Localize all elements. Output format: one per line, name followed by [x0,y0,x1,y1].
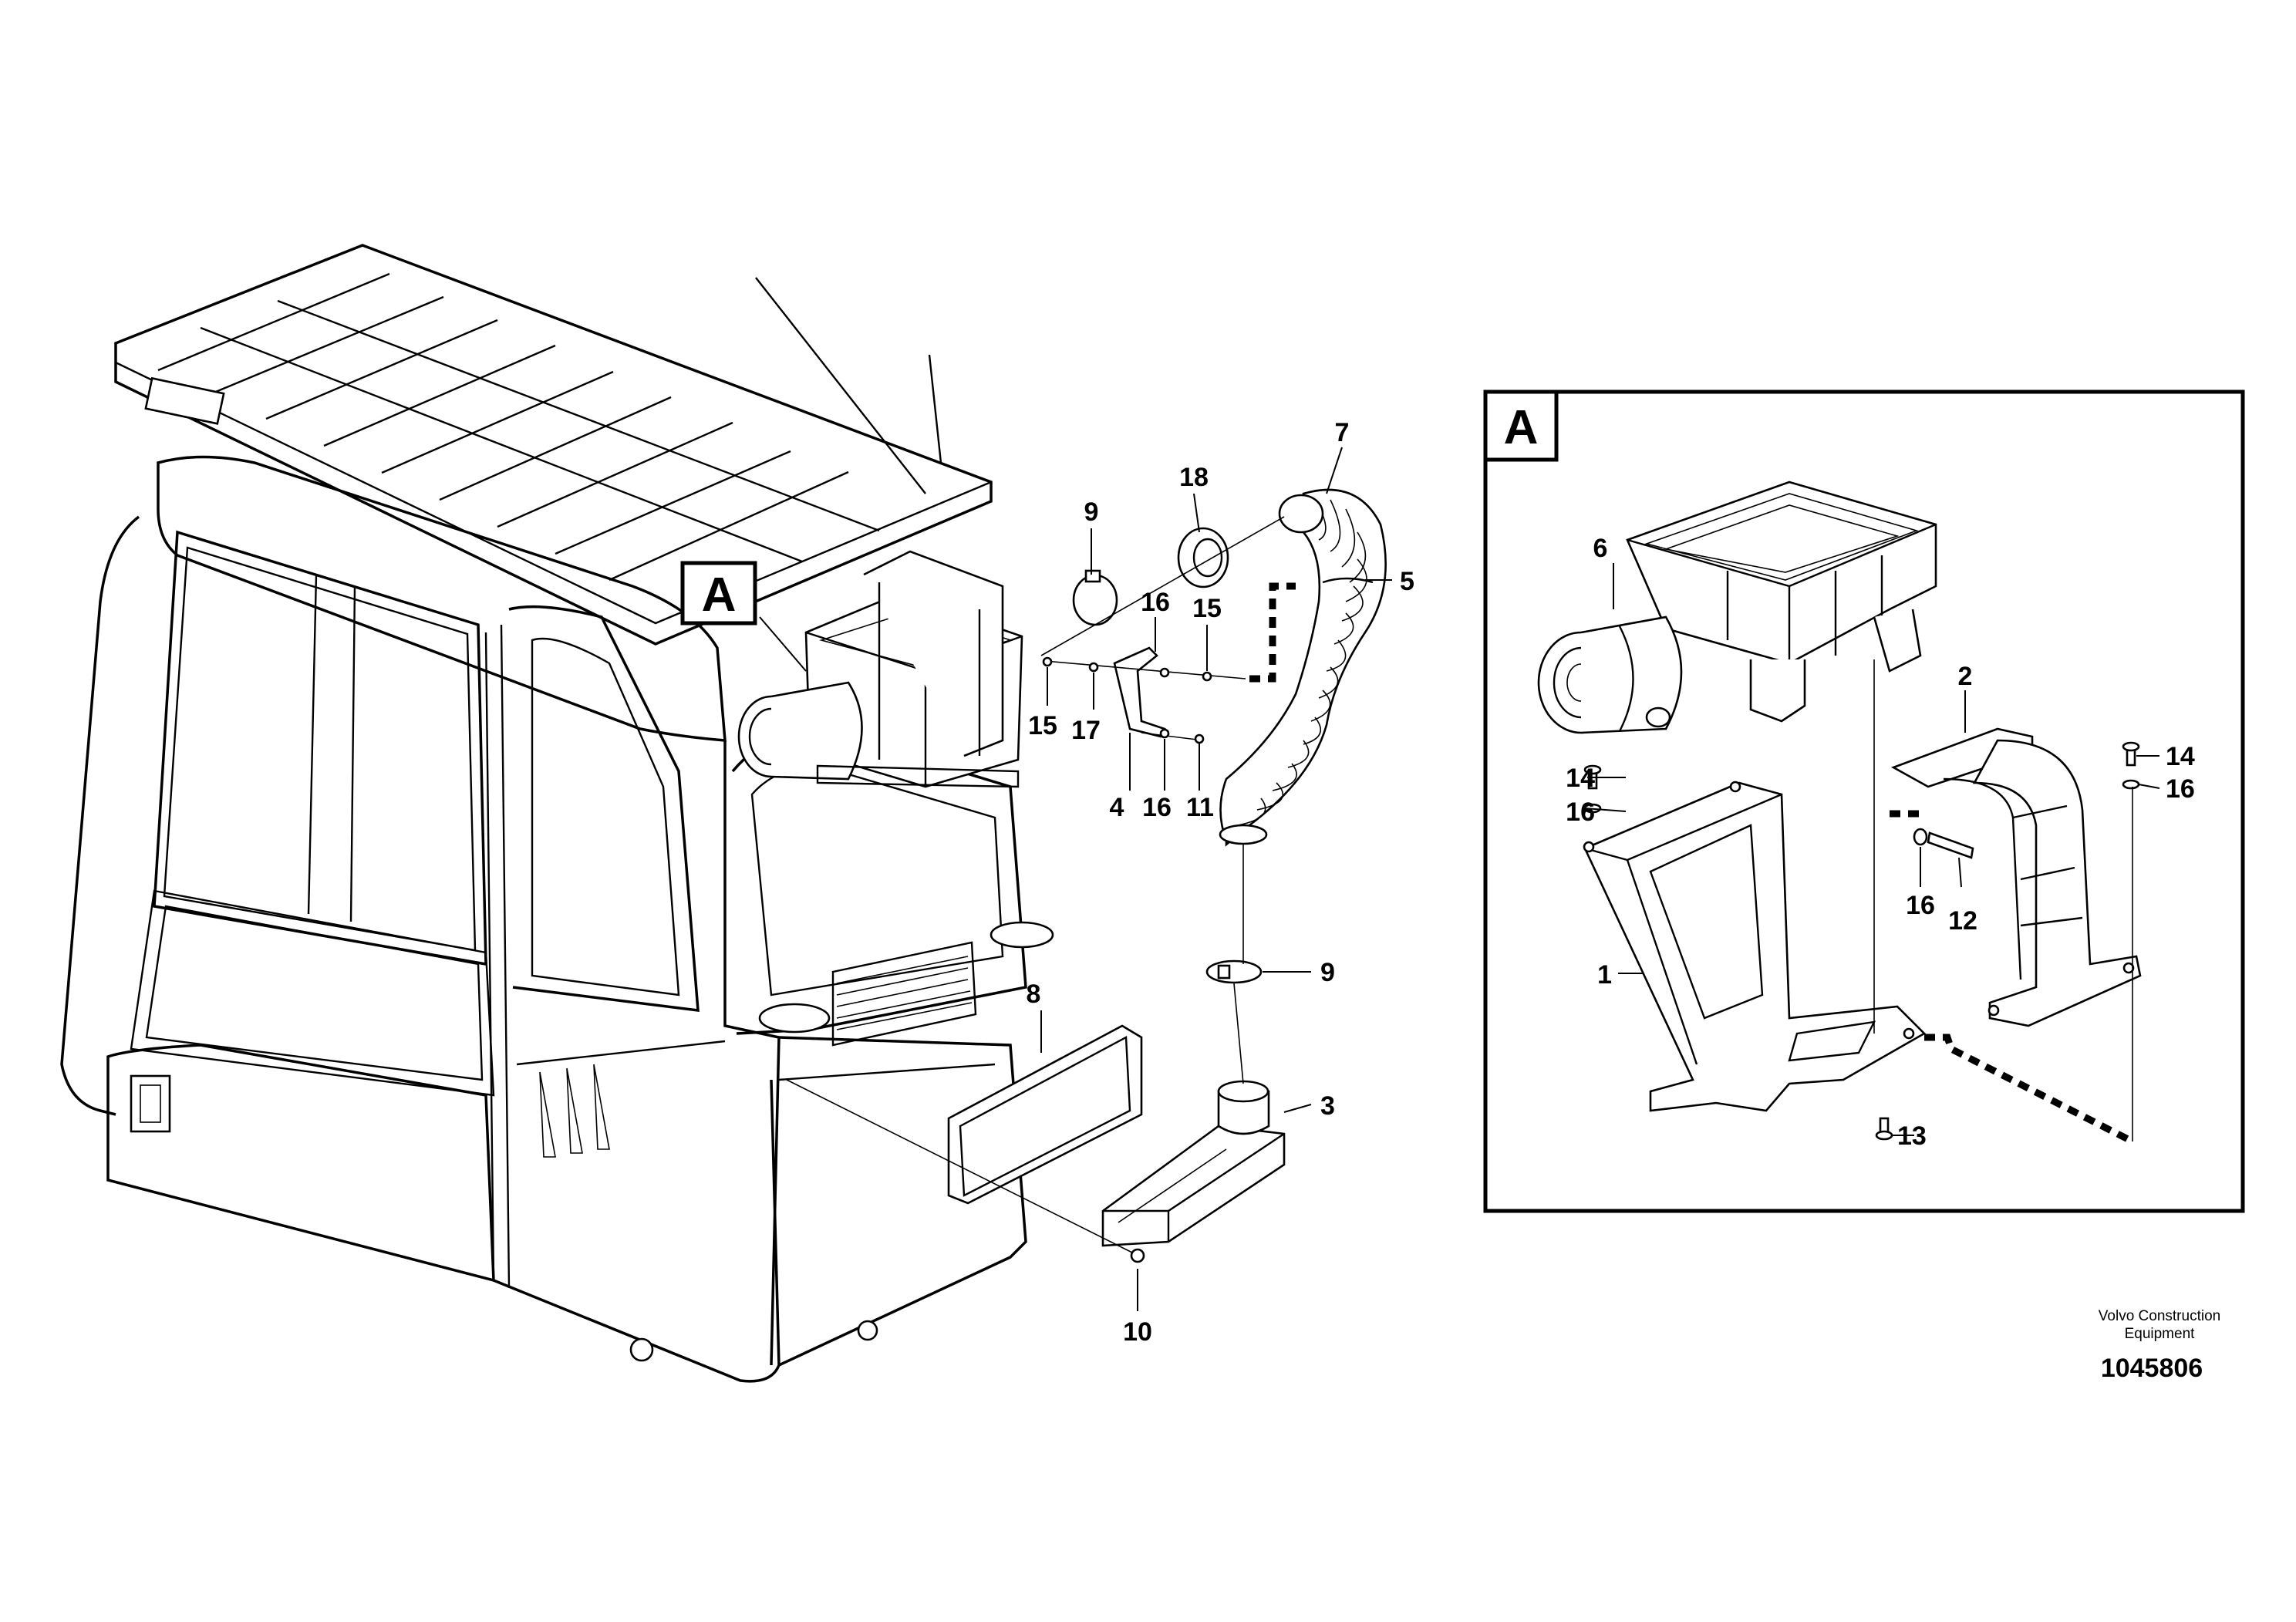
cab-side [508,605,1054,1367]
brand-line-2: Equipment [2125,1326,2196,1342]
drawing-footer: Volvo Construction Equipment 1045806 [2099,1308,2220,1383]
callout-labels: 7 18 9 5 16 15 15 17 4 16 11 9 8 3 10 6 … [1027,418,2195,1347]
callout-16-a: 16 [1141,588,1170,617]
drawing-number: 1045806 [2101,1354,2203,1383]
callout-11: 11 [1186,793,1214,822]
callout-7: 7 [1335,418,1350,447]
cover-8 [947,1024,1143,1205]
callout-3: 3 [1320,1091,1335,1121]
prefilter-6 [1537,481,1937,734]
duct-3 [1101,1080,1286,1247]
callout-4: 4 [1110,793,1124,822]
callout-18: 18 [1179,463,1209,492]
part-18 [1177,527,1229,588]
hose-7 [1219,488,1387,847]
callout-16-b: 16 [1142,793,1172,822]
callout-10: 10 [1123,1317,1152,1347]
callout-8: 8 [1027,980,1041,1009]
bracket-2 [1890,727,2142,1027]
marker-a-leader [759,616,807,672]
callout-1: 1 [1597,960,1612,990]
callout-16-right: 16 [2166,774,2195,804]
cab-illustration [60,244,1054,1383]
clamp-9-upper-screw [1084,569,1101,583]
callout-14-right: 14 [2166,742,2195,771]
clamp-9-lower-screw [1217,964,1231,980]
detail-inset-title: A [1504,401,1539,454]
inset-fasteners [1583,741,2140,1141]
callout-16-center: 16 [1906,891,1935,920]
callout-14-left: 14 [1566,764,1595,793]
callout-2: 2 [1958,662,1973,691]
clamp-9-upper [1072,574,1118,626]
callout-9-upper: 9 [1084,497,1099,527]
callout-13: 13 [1897,1121,1927,1151]
prefilter-assembly-installed [737,550,1023,788]
exploded-parts [786,488,1387,1263]
roof-guard [114,244,993,646]
callout-15-b: 15 [1028,711,1057,740]
cab-roof [157,455,727,742]
cab-front [60,515,781,1383]
callout-6: 6 [1593,534,1608,563]
callout-15-a: 15 [1192,594,1222,623]
leader-lines [1040,447,2160,1311]
callout-12: 12 [1948,906,1977,936]
detail-marker-a: A [680,561,757,626]
brand-line-1: Volvo Construction [2099,1308,2220,1324]
detail-inset-title-box: A [1483,389,1559,462]
bracket-1 [1583,781,1927,1112]
callout-5: 5 [1400,567,1414,596]
callout-9-lower: 9 [1320,958,1335,987]
detail-a-inset [1483,389,2245,1213]
clamp-9-lower [1205,959,1263,984]
callout-17: 17 [1071,716,1101,745]
screw-10 [1130,1248,1145,1263]
callout-16-left: 16 [1566,798,1595,827]
bracket-4 [1113,646,1166,738]
detail-marker-a-label: A [702,568,737,622]
